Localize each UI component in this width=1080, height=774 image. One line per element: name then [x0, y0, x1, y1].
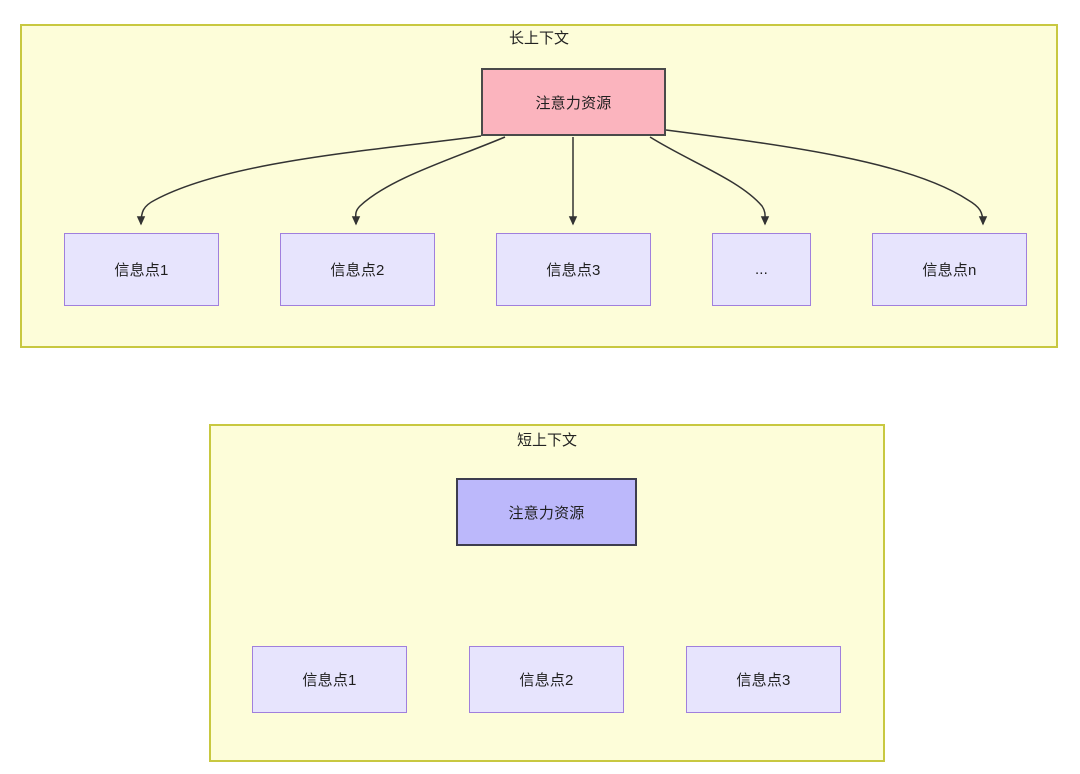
node-label: 信息点n [922, 262, 977, 279]
node-label: 信息点2 [519, 672, 574, 689]
group-title-long-context: 长上下文 [508, 30, 569, 47]
node-info-point-long-1[interactable]: 信息点1 [64, 233, 219, 306]
node-label: 信息点1 [302, 672, 357, 689]
edge-long-root-to-leaf-2 [351, 136, 506, 226]
node-label: 注意力资源 [535, 94, 612, 112]
node-info-point-long-3[interactable]: 信息点3 [496, 233, 651, 306]
node-attention-resource-long[interactable]: 注意力资源 [481, 68, 666, 136]
node-label: 信息点3 [736, 672, 791, 689]
node-label: 注意力资源 [508, 504, 585, 522]
edge-long-root-to-leaf-5 [665, 129, 988, 226]
node-info-point-short-3[interactable]: 信息点3 [686, 646, 841, 713]
group-title-short-context: 短上下文 [516, 432, 577, 449]
node-label: ... [754, 261, 769, 278]
node-info-point-short-1[interactable]: 信息点1 [252, 646, 407, 713]
node-label: 信息点1 [114, 262, 169, 279]
node-label: 信息点2 [330, 262, 385, 279]
node-info-point-long-2[interactable]: 信息点2 [280, 233, 435, 306]
node-attention-resource-short[interactable]: 注意力资源 [456, 478, 637, 546]
node-info-point-long-ellipsis[interactable]: ... [712, 233, 811, 306]
edge-long-root-to-leaf-1 [136, 135, 482, 226]
edge-long-root-to-leaf-4 [649, 136, 770, 226]
node-label: 信息点3 [546, 262, 601, 279]
node-info-point-short-2[interactable]: 信息点2 [469, 646, 624, 713]
node-info-point-long-n[interactable]: 信息点n [872, 233, 1027, 306]
